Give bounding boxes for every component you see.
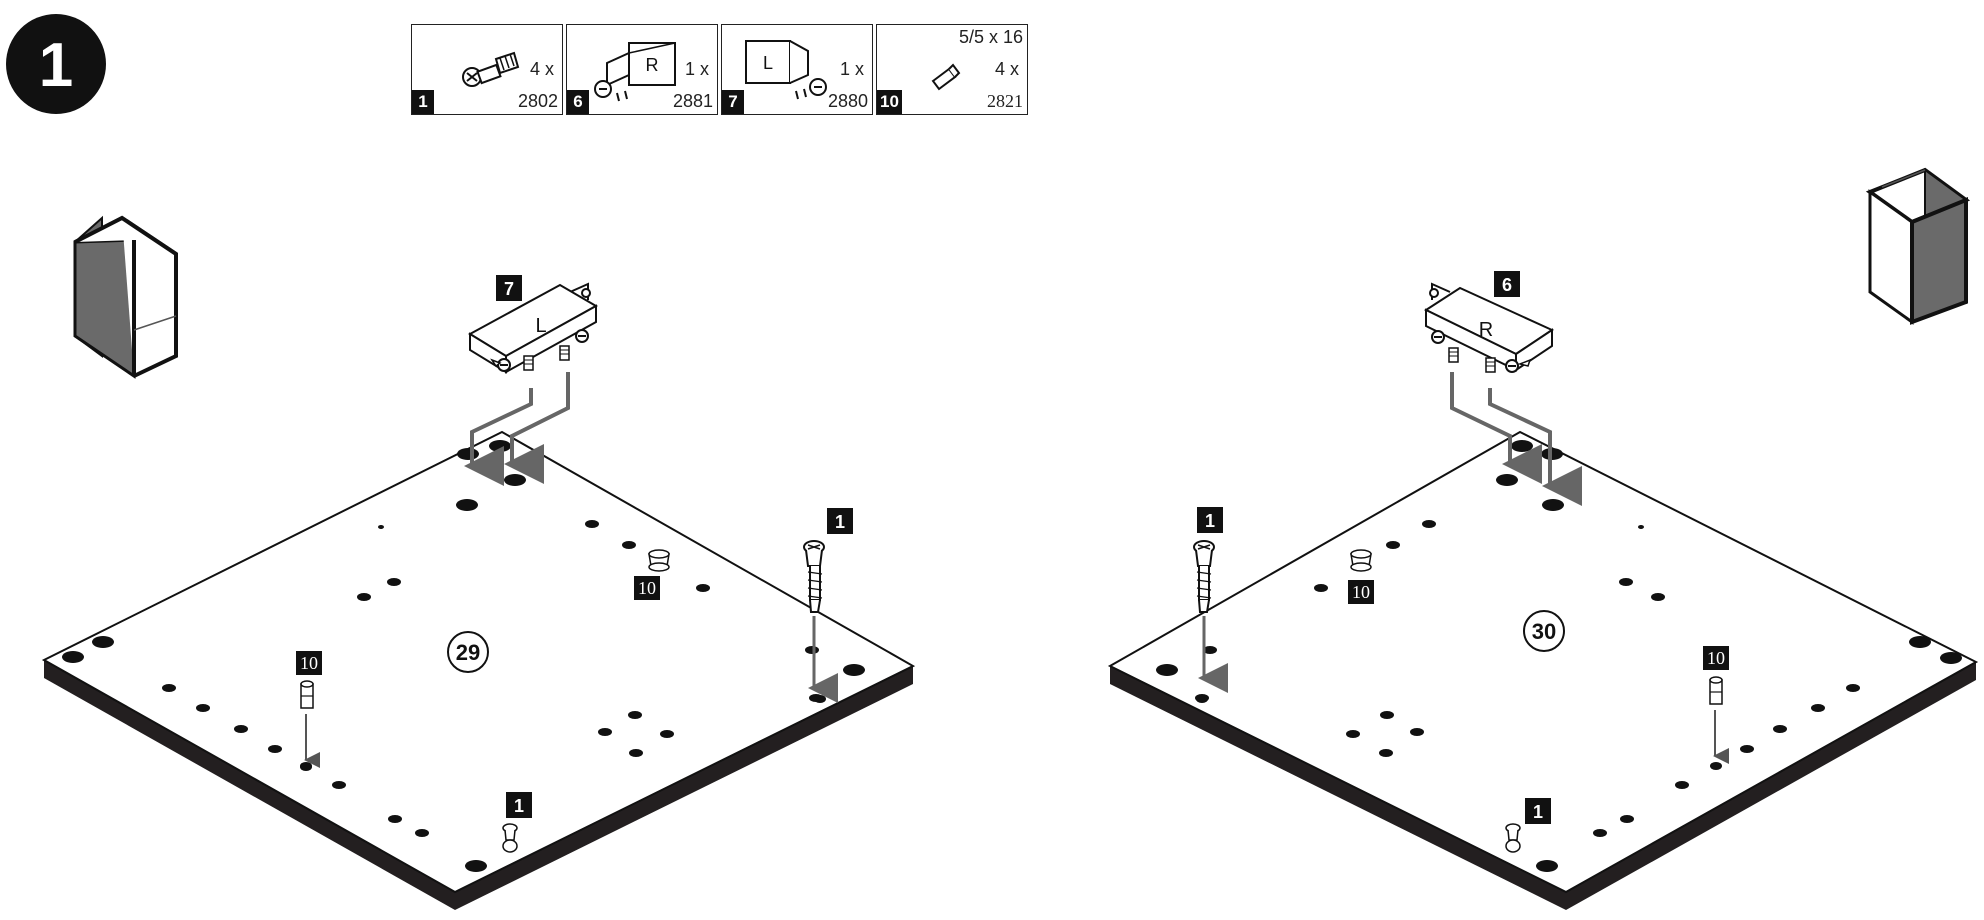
svg-text:30: 30 <box>1532 619 1556 644</box>
part-tag-bolt: 1 <box>1197 507 1223 533</box>
panel-30-bracket-holes <box>1496 474 1564 511</box>
parts-box-right-bracket: R 1 x 6 2881 <box>566 24 718 115</box>
svg-text:10: 10 <box>300 653 318 673</box>
bolt-hole <box>1195 694 1209 702</box>
panel-number-30: 30 <box>1523 610 1565 652</box>
part-qty: 1 x <box>684 59 709 79</box>
part-tag-dowel: 10 <box>296 651 322 675</box>
part-tag-dowel: 10 <box>634 576 660 600</box>
part-tag-bolt: 1 <box>1525 798 1551 824</box>
svg-text:7: 7 <box>504 279 514 299</box>
panel-30 <box>1107 430 1979 910</box>
dowel-icon <box>300 680 320 768</box>
cam-bolt-icon <box>1505 823 1521 853</box>
panel-29-bracket-holes <box>456 474 526 511</box>
dowel-size: 5/5 x 16 <box>958 27 1023 47</box>
cabinet-orientation-icon-right <box>1865 167 1971 325</box>
panel-29 <box>41 430 916 910</box>
dowel-icon <box>1350 549 1372 572</box>
svg-text:6: 6 <box>1502 275 1512 295</box>
part-tag-dowel: 10 <box>1348 580 1374 604</box>
part-tag: 6 <box>567 90 589 114</box>
part-code: 2880 <box>827 91 868 111</box>
bracket-letter: R <box>1479 319 1493 341</box>
svg-text:1: 1 <box>835 512 845 532</box>
dowel-icon <box>1709 676 1729 764</box>
part-tag: 1 <box>412 90 434 114</box>
part-tag-bracket: 6 <box>1494 271 1520 297</box>
part-tag-bolt: 1 <box>506 792 532 818</box>
right-bracket-icon: R <box>594 42 676 102</box>
part-tag-bolt: 1 <box>827 508 853 534</box>
left-bracket-icon: L <box>745 40 827 100</box>
svg-text:10: 10 <box>1352 582 1370 602</box>
cam-bolt-icon <box>803 540 838 703</box>
cam-bolt-icon <box>1193 540 1228 693</box>
dowel-icon <box>931 63 961 91</box>
step-number: 1 <box>39 31 73 100</box>
svg-text:10: 10 <box>638 578 656 598</box>
svg-text:1: 1 <box>1533 802 1543 822</box>
parts-box-left-bracket: L 1 x 7 2880 <box>721 24 873 115</box>
cam-bolt-icon <box>462 51 520 87</box>
part-qty: 4 x <box>529 59 554 79</box>
part-code: 2821 <box>987 91 1023 111</box>
parts-box-dowel: 5/5 x 16 4 x 10 2821 <box>876 24 1028 115</box>
part-code: 2881 <box>672 91 713 111</box>
bracket-right-assembly: R <box>1423 282 1582 506</box>
svg-text:29: 29 <box>456 640 480 665</box>
part-tag: 10 <box>877 90 902 114</box>
part-code: 2802 <box>517 91 558 111</box>
dowel-icon <box>648 549 670 572</box>
svg-text:10: 10 <box>1707 648 1725 668</box>
panel-29-holes <box>62 440 865 872</box>
cabinet-orientation-icon-left <box>73 215 178 379</box>
panel-30-holes <box>1156 440 1962 872</box>
bracket-letter: L <box>763 53 773 73</box>
bolt-hole <box>809 694 823 702</box>
part-qty: 4 x <box>994 59 1019 79</box>
bracket-letter: L <box>535 315 546 337</box>
dowel-hole <box>300 763 312 771</box>
part-qty: 1 x <box>839 59 864 79</box>
part-tag-bracket: 7 <box>496 275 522 301</box>
cam-bolt-icon <box>502 823 518 853</box>
bracket-letter: R <box>646 55 659 75</box>
parts-box-cam-bolt: 4 x 1 2802 <box>411 24 563 115</box>
svg-text:1: 1 <box>514 796 524 816</box>
part-tag: 7 <box>722 90 744 114</box>
step-badge: 1 <box>6 14 106 114</box>
svg-text:1: 1 <box>1205 511 1215 531</box>
part-tag-dowel: 10 <box>1703 646 1729 670</box>
panel-number-29: 29 <box>447 631 489 673</box>
bracket-left-assembly: L <box>464 282 599 486</box>
